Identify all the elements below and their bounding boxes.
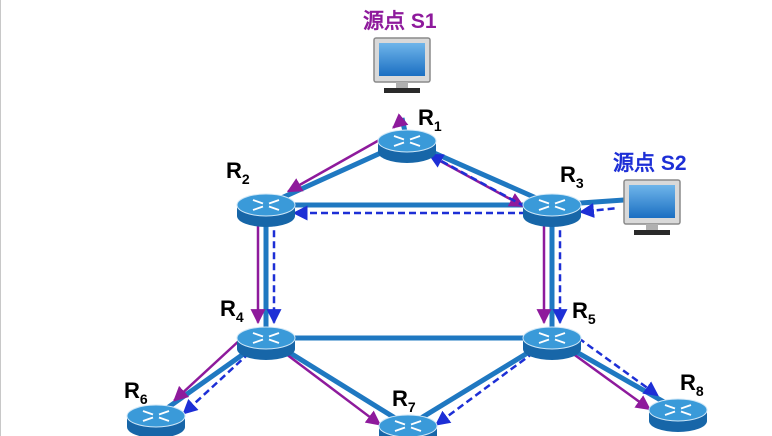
router-r1-icon: [377, 129, 437, 163]
s1-arrow-r4-r6: [173, 338, 242, 402]
s1-arrow-r4-r7: [283, 351, 382, 426]
router-r4-label: R4: [220, 296, 244, 325]
s2-arrow-r5-r7: [434, 351, 535, 426]
router-r3-label: R3: [560, 162, 584, 191]
source-s1-label: 源点 S1: [363, 9, 437, 33]
router-r5-icon: [522, 326, 582, 360]
s2-arrow-r3-r1: [428, 153, 526, 208]
tree-s2-layer: [182, 153, 659, 426]
s2-arrow-r5-r8: [577, 337, 659, 397]
router-r6-icon: [126, 404, 186, 436]
router-r4-icon: [236, 326, 296, 360]
source-s2-host-icon: [623, 179, 681, 235]
router-r7-label: R7: [392, 386, 416, 415]
s1-arrow-r1-r2: [286, 138, 381, 193]
hosts-layer: [373, 37, 681, 235]
s2-arrow-r4-r6: [182, 351, 251, 415]
source-s2-label: 源点 S2: [613, 151, 687, 175]
routers-layer: [126, 129, 708, 436]
router-r8-icon: [648, 398, 708, 432]
router-r2-label: R2: [226, 158, 250, 187]
s1-arrow-r5-r8: [569, 351, 651, 411]
s2-arrow-s2-r3: [578, 203, 615, 218]
router-r2-icon: [236, 193, 296, 227]
router-r7-icon: [378, 414, 438, 436]
router-r1-label: R1: [418, 105, 442, 134]
router-r6-label: R6: [124, 378, 148, 407]
router-r3-icon: [522, 193, 582, 227]
router-r5-label: R5: [572, 298, 596, 327]
source-s1-host-icon: [373, 37, 431, 93]
router-r8-label: R8: [680, 370, 704, 399]
s1-arrow-s1-r1: [392, 113, 409, 129]
